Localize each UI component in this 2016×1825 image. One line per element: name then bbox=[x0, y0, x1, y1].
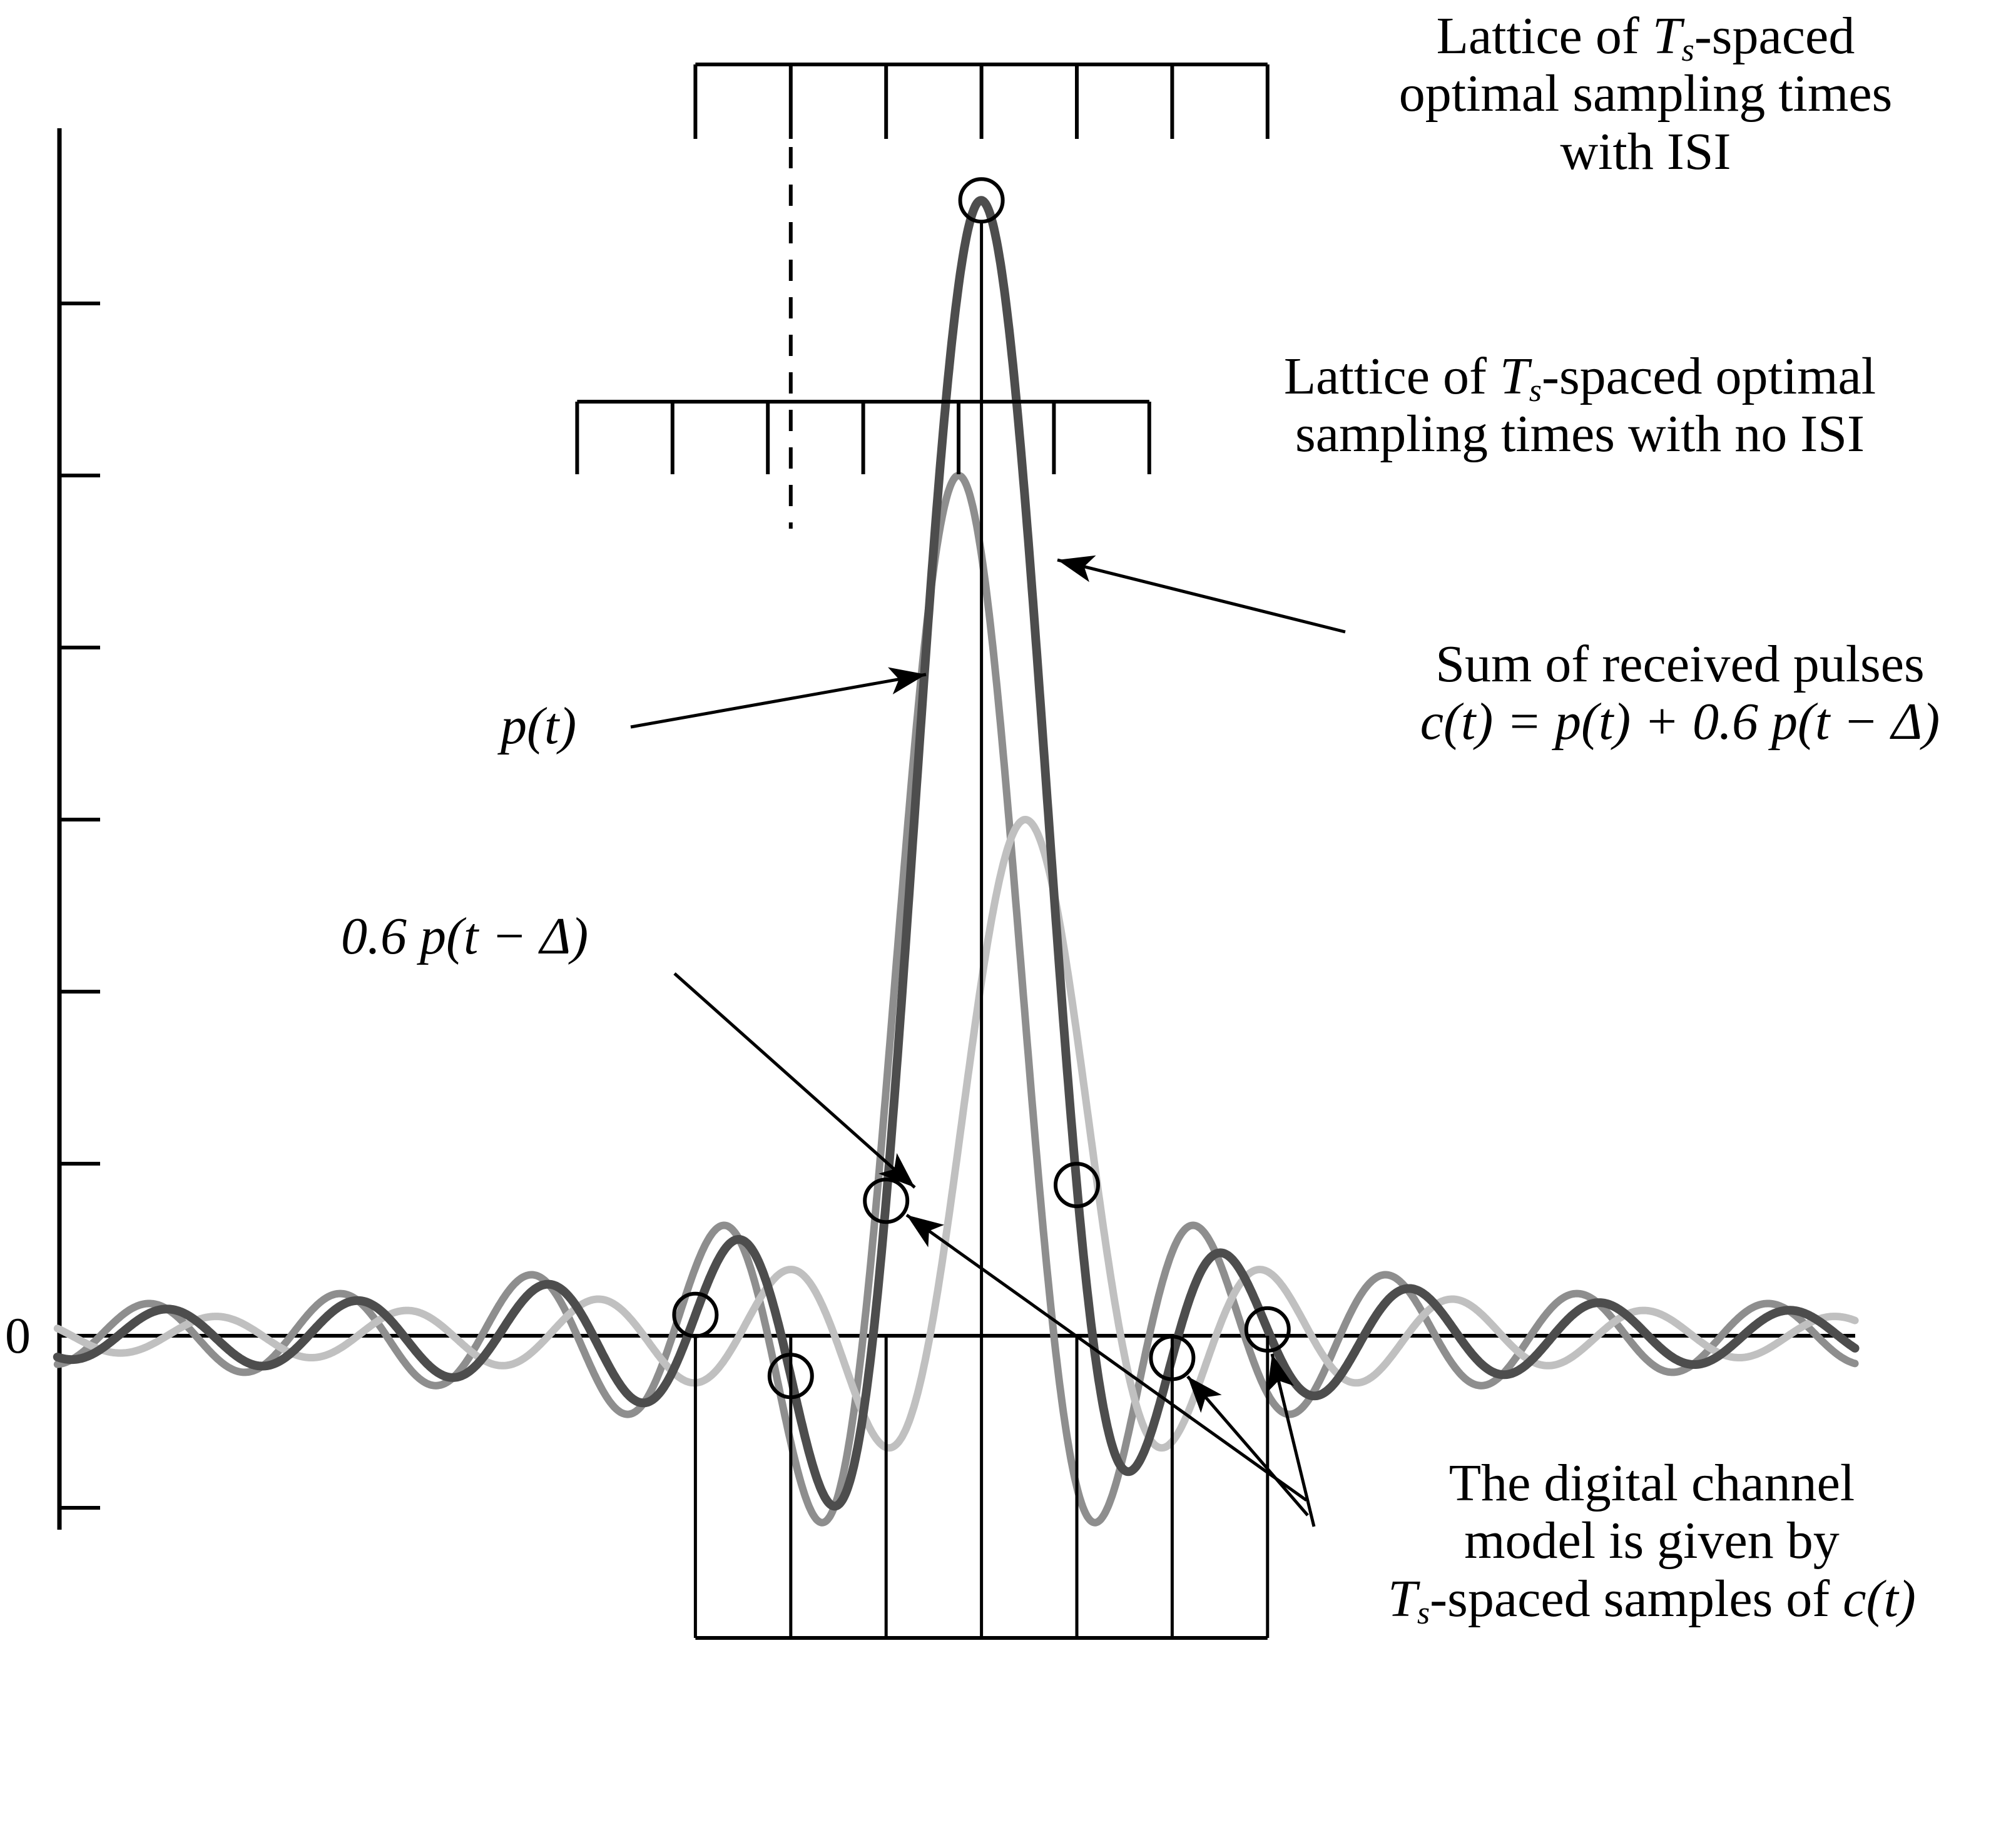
sample-circle bbox=[958, 177, 1005, 224]
label-delayed: 0.6 p(t − Δ) bbox=[341, 907, 589, 965]
math-subscript-s: s bbox=[1417, 1595, 1430, 1632]
text-segment: -spaced samples of bbox=[1430, 1569, 1843, 1628]
curve-sum bbox=[53, 196, 1860, 1511]
annotation-line: with ISI bbox=[1560, 122, 1731, 181]
label-p: p(t) bbox=[501, 697, 577, 755]
annotation-line: Lattice of Ts-spaced optimal bbox=[1183, 347, 1977, 409]
channel-sample-arrow-3 bbox=[1267, 1353, 1316, 1527]
math-symbol-T: T bbox=[1652, 7, 1682, 65]
curve-delayed bbox=[53, 816, 1859, 1452]
math-symbol-T: T bbox=[1500, 347, 1529, 405]
annotation-line: optimal sampling times bbox=[1398, 64, 1893, 123]
curve-p bbox=[53, 472, 1859, 1527]
text-segment: Lattice of bbox=[1436, 7, 1652, 65]
annotation-lattice-isi: Lattice of Ts-spaced optimal sampling ti… bbox=[1326, 7, 1965, 181]
math-subscript-s: s bbox=[1681, 33, 1694, 69]
sample-circle bbox=[672, 1291, 719, 1338]
annotation-line: Ts-spaced samples of c(t) bbox=[1286, 1569, 2016, 1632]
annotation-line: sampling times with no ISI bbox=[1295, 405, 1865, 464]
annotation-line: model is given by bbox=[1464, 1512, 1840, 1570]
p-label-arrow bbox=[630, 667, 927, 729]
text-segment: -spaced bbox=[1694, 7, 1855, 65]
delayed-label-arrow bbox=[673, 972, 916, 1189]
math-subscript-s: s bbox=[1529, 373, 1542, 409]
annotation-line: Sum of received pulses bbox=[1435, 635, 1925, 693]
channel-sample-arrow-2 bbox=[1186, 1375, 1309, 1517]
annotation-line: Lattice of Ts-spaced bbox=[1326, 7, 1965, 69]
text-segment: Lattice of bbox=[1283, 347, 1500, 405]
annotation-lattice-no-isi: Lattice of Ts-spaced optimal sampling ti… bbox=[1183, 347, 1977, 464]
annotation-math-line: c(t) = p(t) + 0.6 p(t − Δ) bbox=[1420, 693, 1940, 751]
annotation-sum: Sum of received pulses c(t) = p(t) + 0.6… bbox=[1339, 635, 2016, 751]
sample-circle bbox=[1054, 1162, 1100, 1209]
annotation-digital-channel: The digital channel model is given by Ts… bbox=[1286, 1454, 2016, 1632]
sample-circle bbox=[1244, 1306, 1291, 1353]
sum-label-arrow bbox=[1057, 555, 1346, 634]
sample-circle bbox=[1149, 1334, 1196, 1381]
math-symbol-T: T bbox=[1388, 1569, 1417, 1628]
sample-circle bbox=[767, 1353, 814, 1400]
channel-sample-arrow-1 bbox=[905, 1213, 1308, 1502]
math-symbol-c: c(t) bbox=[1843, 1569, 1916, 1628]
text-segment: -spaced optimal bbox=[1542, 347, 1876, 405]
y-axis-zero-label: 0 bbox=[5, 1307, 31, 1364]
annotation-line: The digital channel bbox=[1448, 1454, 1855, 1512]
